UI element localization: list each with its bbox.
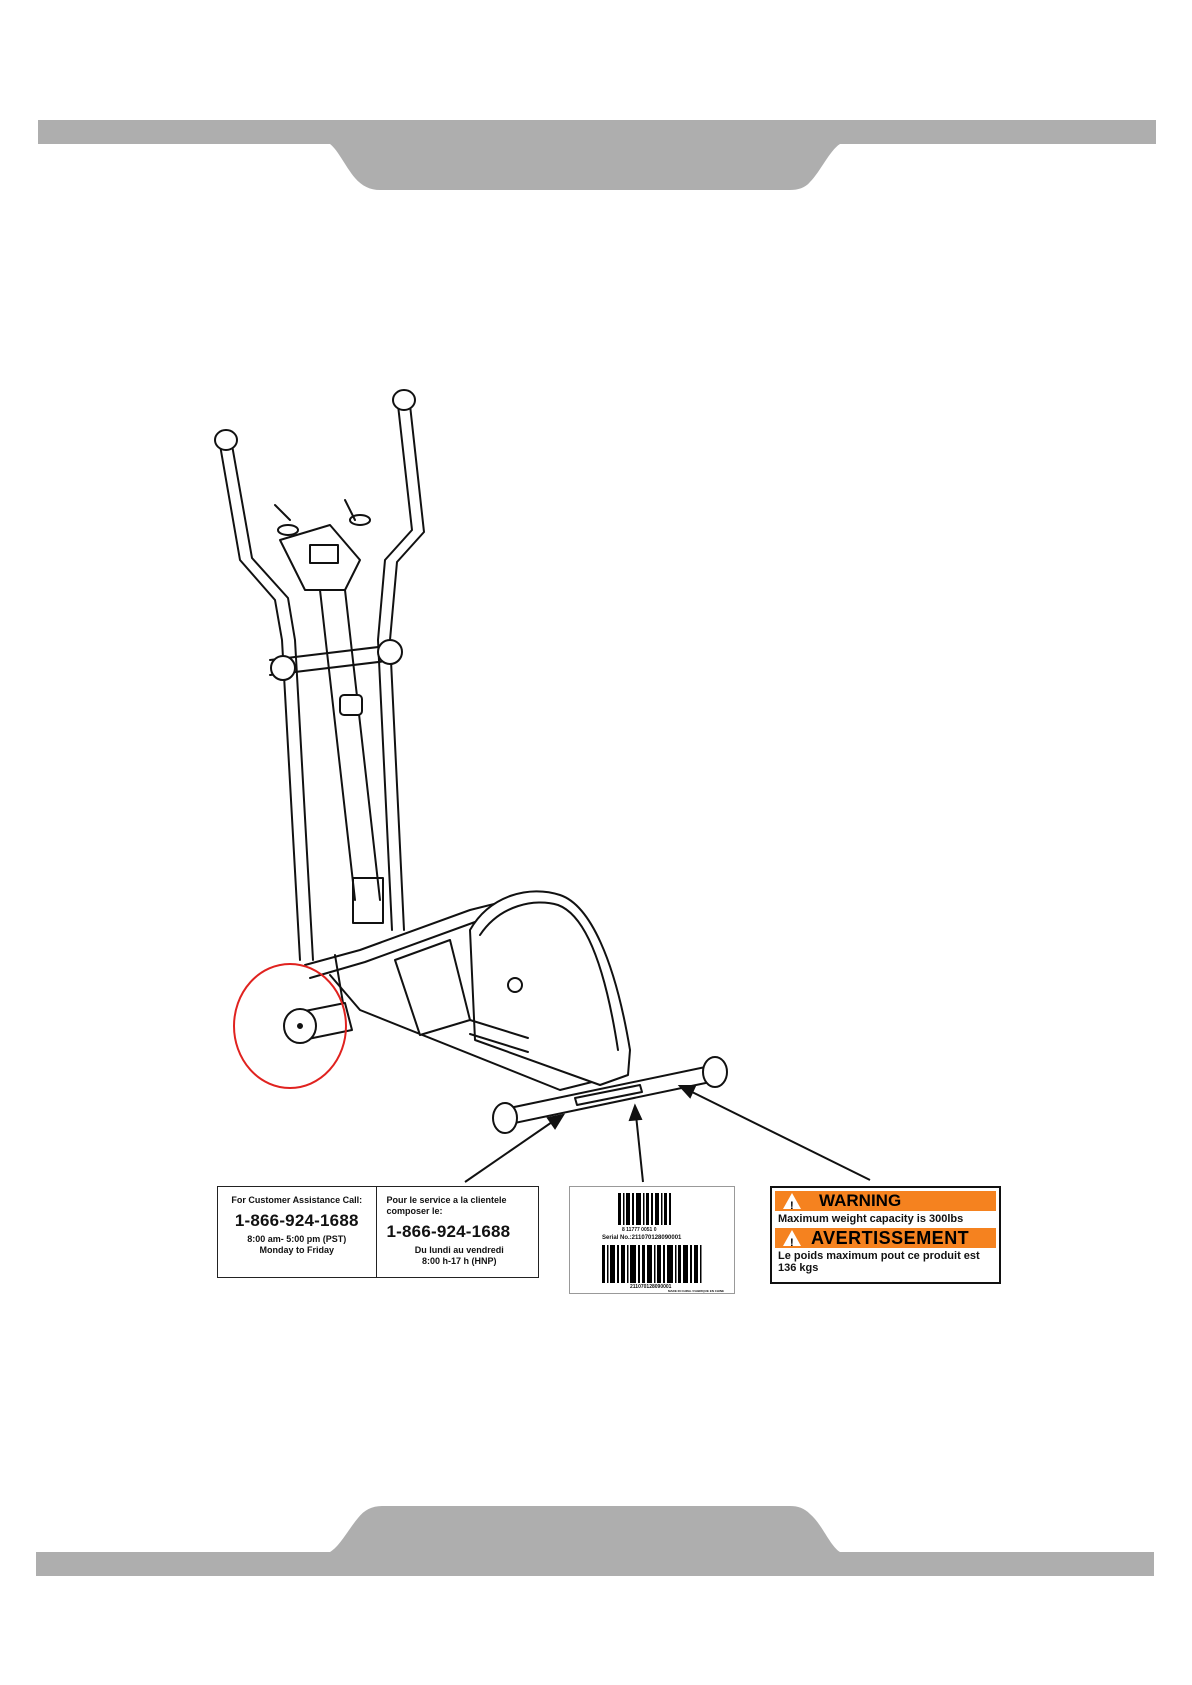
customer-assistance-label: For Customer Assistance Call: 1-866-924-… bbox=[217, 1186, 539, 1278]
assistance-days-fr: Du lundi au vendredi bbox=[414, 1245, 504, 1255]
warning-text: Maximum weight capacity is 300lbs bbox=[778, 1213, 964, 1225]
highlight-circle bbox=[233, 963, 347, 1089]
header-band bbox=[38, 120, 1156, 190]
assistance-heading-fr-1: Pour le service a la clientele bbox=[386, 1195, 507, 1205]
assistance-hours: 8:00 am- 5:00 pm (PST) bbox=[247, 1234, 347, 1244]
serial-fine-print: MADE IN CHINA / FABRIQUE EN CHINE bbox=[668, 1289, 725, 1293]
customer-assistance-french: Pour le service a la clientele composer … bbox=[377, 1187, 539, 1277]
warning-triangle-icon: ! bbox=[783, 1230, 801, 1249]
assistance-days: Monday to Friday bbox=[259, 1245, 334, 1255]
footer-band bbox=[36, 1506, 1154, 1576]
barcode-top-number: 8 11777 0051 0 bbox=[622, 1227, 657, 1233]
warning-triangle-icon: ! bbox=[783, 1193, 801, 1212]
label-pointers bbox=[464, 1085, 871, 1183]
elliptical-trainer-illustration bbox=[214, 389, 728, 1134]
barcode-graphic bbox=[602, 1193, 702, 1283]
assistance-heading: For Customer Assistance Call: bbox=[231, 1195, 363, 1205]
warning-text-fr: Le poids maximum pout ce produit est 136… bbox=[778, 1250, 980, 1274]
serial-number-label: 8 11777 0051 0 Serial No.:21107012809000… bbox=[569, 1186, 735, 1294]
customer-assistance-english: For Customer Assistance Call: 1-866-924-… bbox=[218, 1187, 377, 1277]
warning-title-fr: AVERTISSEMENT bbox=[811, 1228, 970, 1248]
warning-banner: ! WARNING bbox=[775, 1191, 996, 1212]
barcode-bottom-number: 211070128090001 bbox=[630, 1284, 672, 1290]
assistance-hours-fr: 8:00 h-17 h (HNP) bbox=[421, 1256, 497, 1266]
assistance-heading-fr-2: composer le: bbox=[386, 1206, 443, 1216]
assistance-phone: 1-866-924-1688 bbox=[234, 1211, 359, 1230]
warning-title: WARNING bbox=[819, 1191, 902, 1210]
assistance-phone-fr: 1-866-924-1688 bbox=[386, 1222, 511, 1241]
warning-banner-fr: ! AVERTISSEMENT bbox=[775, 1228, 996, 1249]
serial-number-text: Serial No.:211070128090001 bbox=[602, 1235, 682, 1241]
weight-warning-label: ! WARNING Maximum weight capacity is 300… bbox=[770, 1186, 1001, 1284]
